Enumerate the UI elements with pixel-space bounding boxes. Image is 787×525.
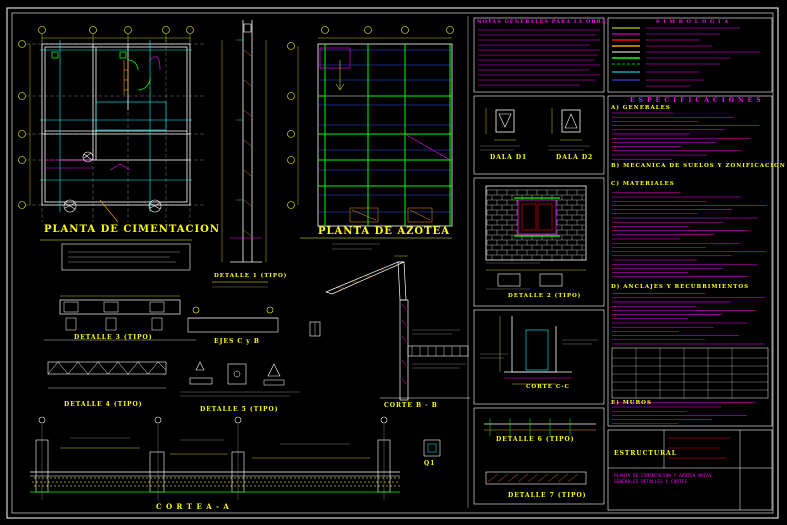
general-notes-header: NOTAS GENERALES PARA LA OBRA	[477, 19, 607, 25]
detail-1-title: DETALLE 1 (TIPO)	[214, 273, 288, 279]
specifications-panel	[607, 95, 773, 427]
detail-6-7	[473, 407, 605, 505]
dala-d2-title: DALA D2	[556, 154, 594, 161]
detail-5	[180, 361, 300, 397]
dala-d1-title: DALA D1	[490, 154, 528, 161]
detail-4-title: DETALLE 4 (TIPO)	[64, 401, 143, 408]
title-block	[607, 429, 773, 511]
spec-a-heading: A) GENERALES	[611, 105, 671, 111]
q1-label: Q1	[424, 460, 436, 467]
section-c-c	[473, 309, 605, 405]
symbology-panel	[607, 17, 773, 93]
axes-title: EJES C y B	[214, 338, 260, 345]
symbology-header: S I M B O L O G I A	[656, 19, 730, 25]
detail-6-roof-section	[325, 255, 470, 401]
plan-title-roof: PLANTA DE AZOTEA	[318, 226, 450, 237]
spec-e-heading: E) MUROS	[611, 400, 652, 406]
roof-plan	[287, 26, 454, 250]
section-a-a	[30, 416, 441, 500]
spec-b-heading: B) MECANICA DE SUELOS Y ZONIFICACION	[611, 163, 786, 169]
section-bb-title: CORTE B - B	[384, 402, 438, 409]
foundation-plan	[18, 26, 204, 271]
plan-title-foundation: PLANTA DE CIMENTACION	[44, 224, 220, 235]
spec-c-heading: C) MATERIALES	[611, 181, 675, 187]
title-block-project: ESTRUCTURAL	[614, 450, 677, 457]
detail-7-title: DETALLE 7 (TIPO)	[508, 492, 587, 499]
detail-3	[44, 295, 196, 341]
detail-2-title: DETALLE 2 (TIPO)	[508, 293, 582, 299]
detail-6-title-roof: DETALLE 6 (TIPO)	[496, 436, 575, 443]
sheet-outer-border	[6, 7, 779, 519]
section-cc-title: CORTE C-C	[526, 384, 570, 390]
spec-d-heading: D) ANCLAJES Y RECUBRIMIENTOS	[611, 284, 750, 290]
detail-1-column	[212, 20, 268, 288]
detail-3-title: DETALLE 3 (TIPO)	[74, 334, 153, 341]
detail-2-wall	[473, 177, 605, 307]
dala-sections	[473, 95, 605, 175]
section-aa-title: C O R T E A - A	[156, 502, 230, 511]
axes-c-b	[187, 306, 321, 337]
detail-5-title: DETALLE 5 (TIPO)	[200, 406, 279, 413]
specifications-header: E S P E C I F I C A C I O N E S	[630, 97, 762, 104]
detail-4-truss	[47, 361, 167, 389]
general-notes-panel	[473, 17, 605, 93]
sheet-inner-border	[11, 12, 774, 514]
title-block-sheet-name: PLANTA DE CIMENTACION Y AZOTEA NOTAS GEN…	[614, 474, 712, 485]
